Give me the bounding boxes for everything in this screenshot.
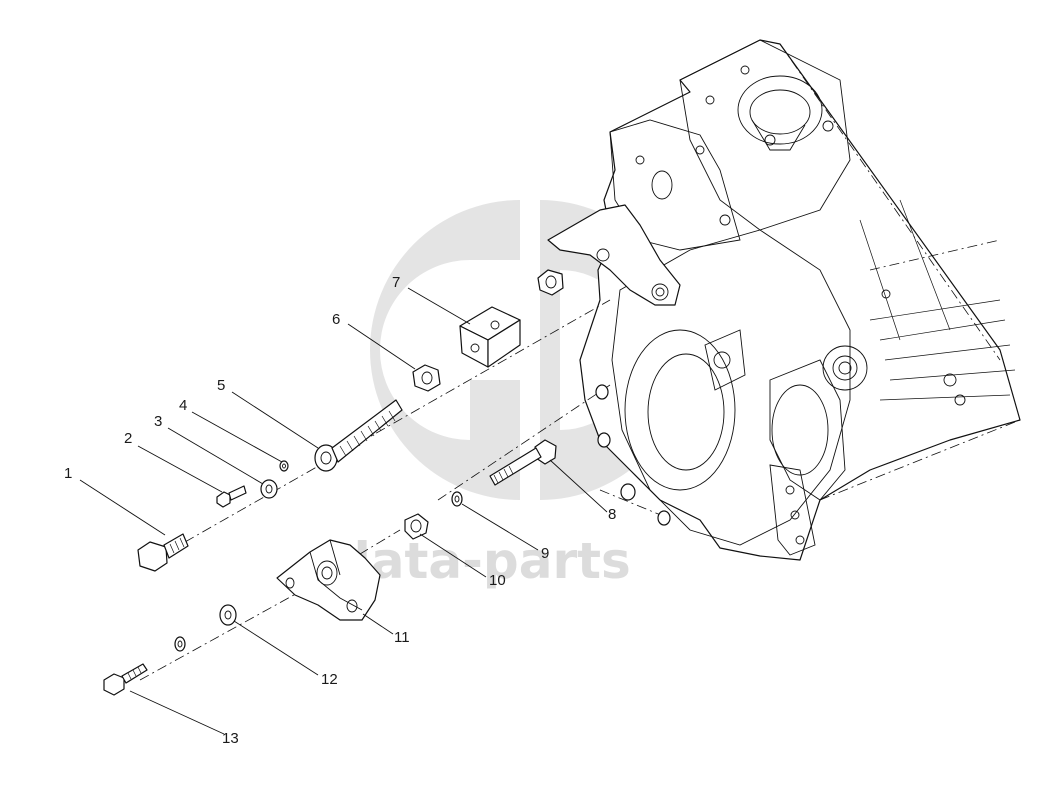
part-9-washer [451,491,463,507]
part-13-hex-bolt [103,663,148,696]
part-4-lock-washer [279,460,289,472]
callout-3: 3 [154,413,162,430]
part-8-long-bolt [489,439,557,486]
part-3-washer [260,479,278,499]
leader-lines [79,287,608,735]
bellhousing-bore [771,384,829,476]
part-small-lock-washer [174,636,186,652]
callout-10: 10 [489,572,506,589]
callout-12: 12 [321,671,338,688]
oil-port-hole [832,355,858,381]
cylinder-bore-inner [749,89,811,135]
plate-bolt [719,214,731,226]
upper-bracket [547,204,681,306]
callout-11: 11 [394,629,410,646]
callout-9: 9 [541,545,549,562]
upper-bracket-assembly [547,204,681,306]
leader-5 [231,391,319,449]
callout-8: 8 [608,506,616,523]
axis-upper [184,299,611,543]
callout-7: 7 [392,274,400,291]
leader-8 [549,459,608,513]
callout-6: 6 [332,311,340,328]
part-12-washer [219,604,237,626]
leader-10 [419,533,487,578]
part-5-adjusting-eye-bolt [314,399,403,472]
part-1-hex-bolt [137,533,189,572]
pad-hole [790,510,800,520]
callout-labels: 1 2 3 4 5 6 7 8 9 10 11 12 13 [64,274,616,747]
crankshaft-opening [624,329,736,491]
axis-middle [437,384,611,501]
leader-11 [362,613,394,635]
plate-bolt [695,145,705,155]
axis-mount [599,489,669,519]
leader-3 [167,427,264,485]
engine-block-outline [579,39,1021,561]
block-ribbing [859,199,1016,406]
bolt-hole [705,95,715,105]
oil-port-inner [838,361,852,375]
engine-block [579,39,1021,561]
part-upper-hex-nut [537,269,564,296]
callout-4: 4 [179,397,187,414]
gear-housing [611,229,851,546]
leader-6 [347,323,416,370]
bolt-hole [764,134,776,146]
flange-hole [713,351,731,369]
pad-hole [785,485,795,495]
oil-port-boss [822,345,868,391]
leader-4 [191,411,283,463]
callout-13: 13 [222,730,239,747]
plate-bolt [635,155,645,165]
phantom-line [869,239,1001,271]
part-11-mounting-bracket [276,539,381,621]
flange-boss [704,329,746,391]
leader-9 [461,503,539,551]
cylinder-bore-top [737,75,823,145]
pad-hole [795,535,805,545]
part-7-tensioner-block [459,306,521,368]
mounting-pad [769,464,816,556]
part-2-cap-screw [216,485,247,508]
leader-13 [129,690,225,735]
phantom-line [779,43,1001,361]
callout-5: 5 [217,377,225,394]
leader-2 [137,445,223,493]
watermark-text: data-parts [335,532,631,590]
engine-top-face [679,39,851,231]
crankshaft-opening-inner [647,353,725,471]
part-10-spacer-sleeve [404,513,429,540]
leader-1 [79,479,166,536]
bolt-hole [822,120,834,132]
leader-7 [407,287,471,325]
bore-interior-line [751,119,806,151]
plate-hole [651,170,673,200]
leader-12 [233,620,319,676]
callout-1: 1 [64,465,72,482]
callout-2: 2 [124,430,132,447]
bolt-hole [740,65,750,75]
part-6-hex-nut [412,364,441,392]
phantom-line [819,419,1021,501]
block-studs [595,384,671,526]
